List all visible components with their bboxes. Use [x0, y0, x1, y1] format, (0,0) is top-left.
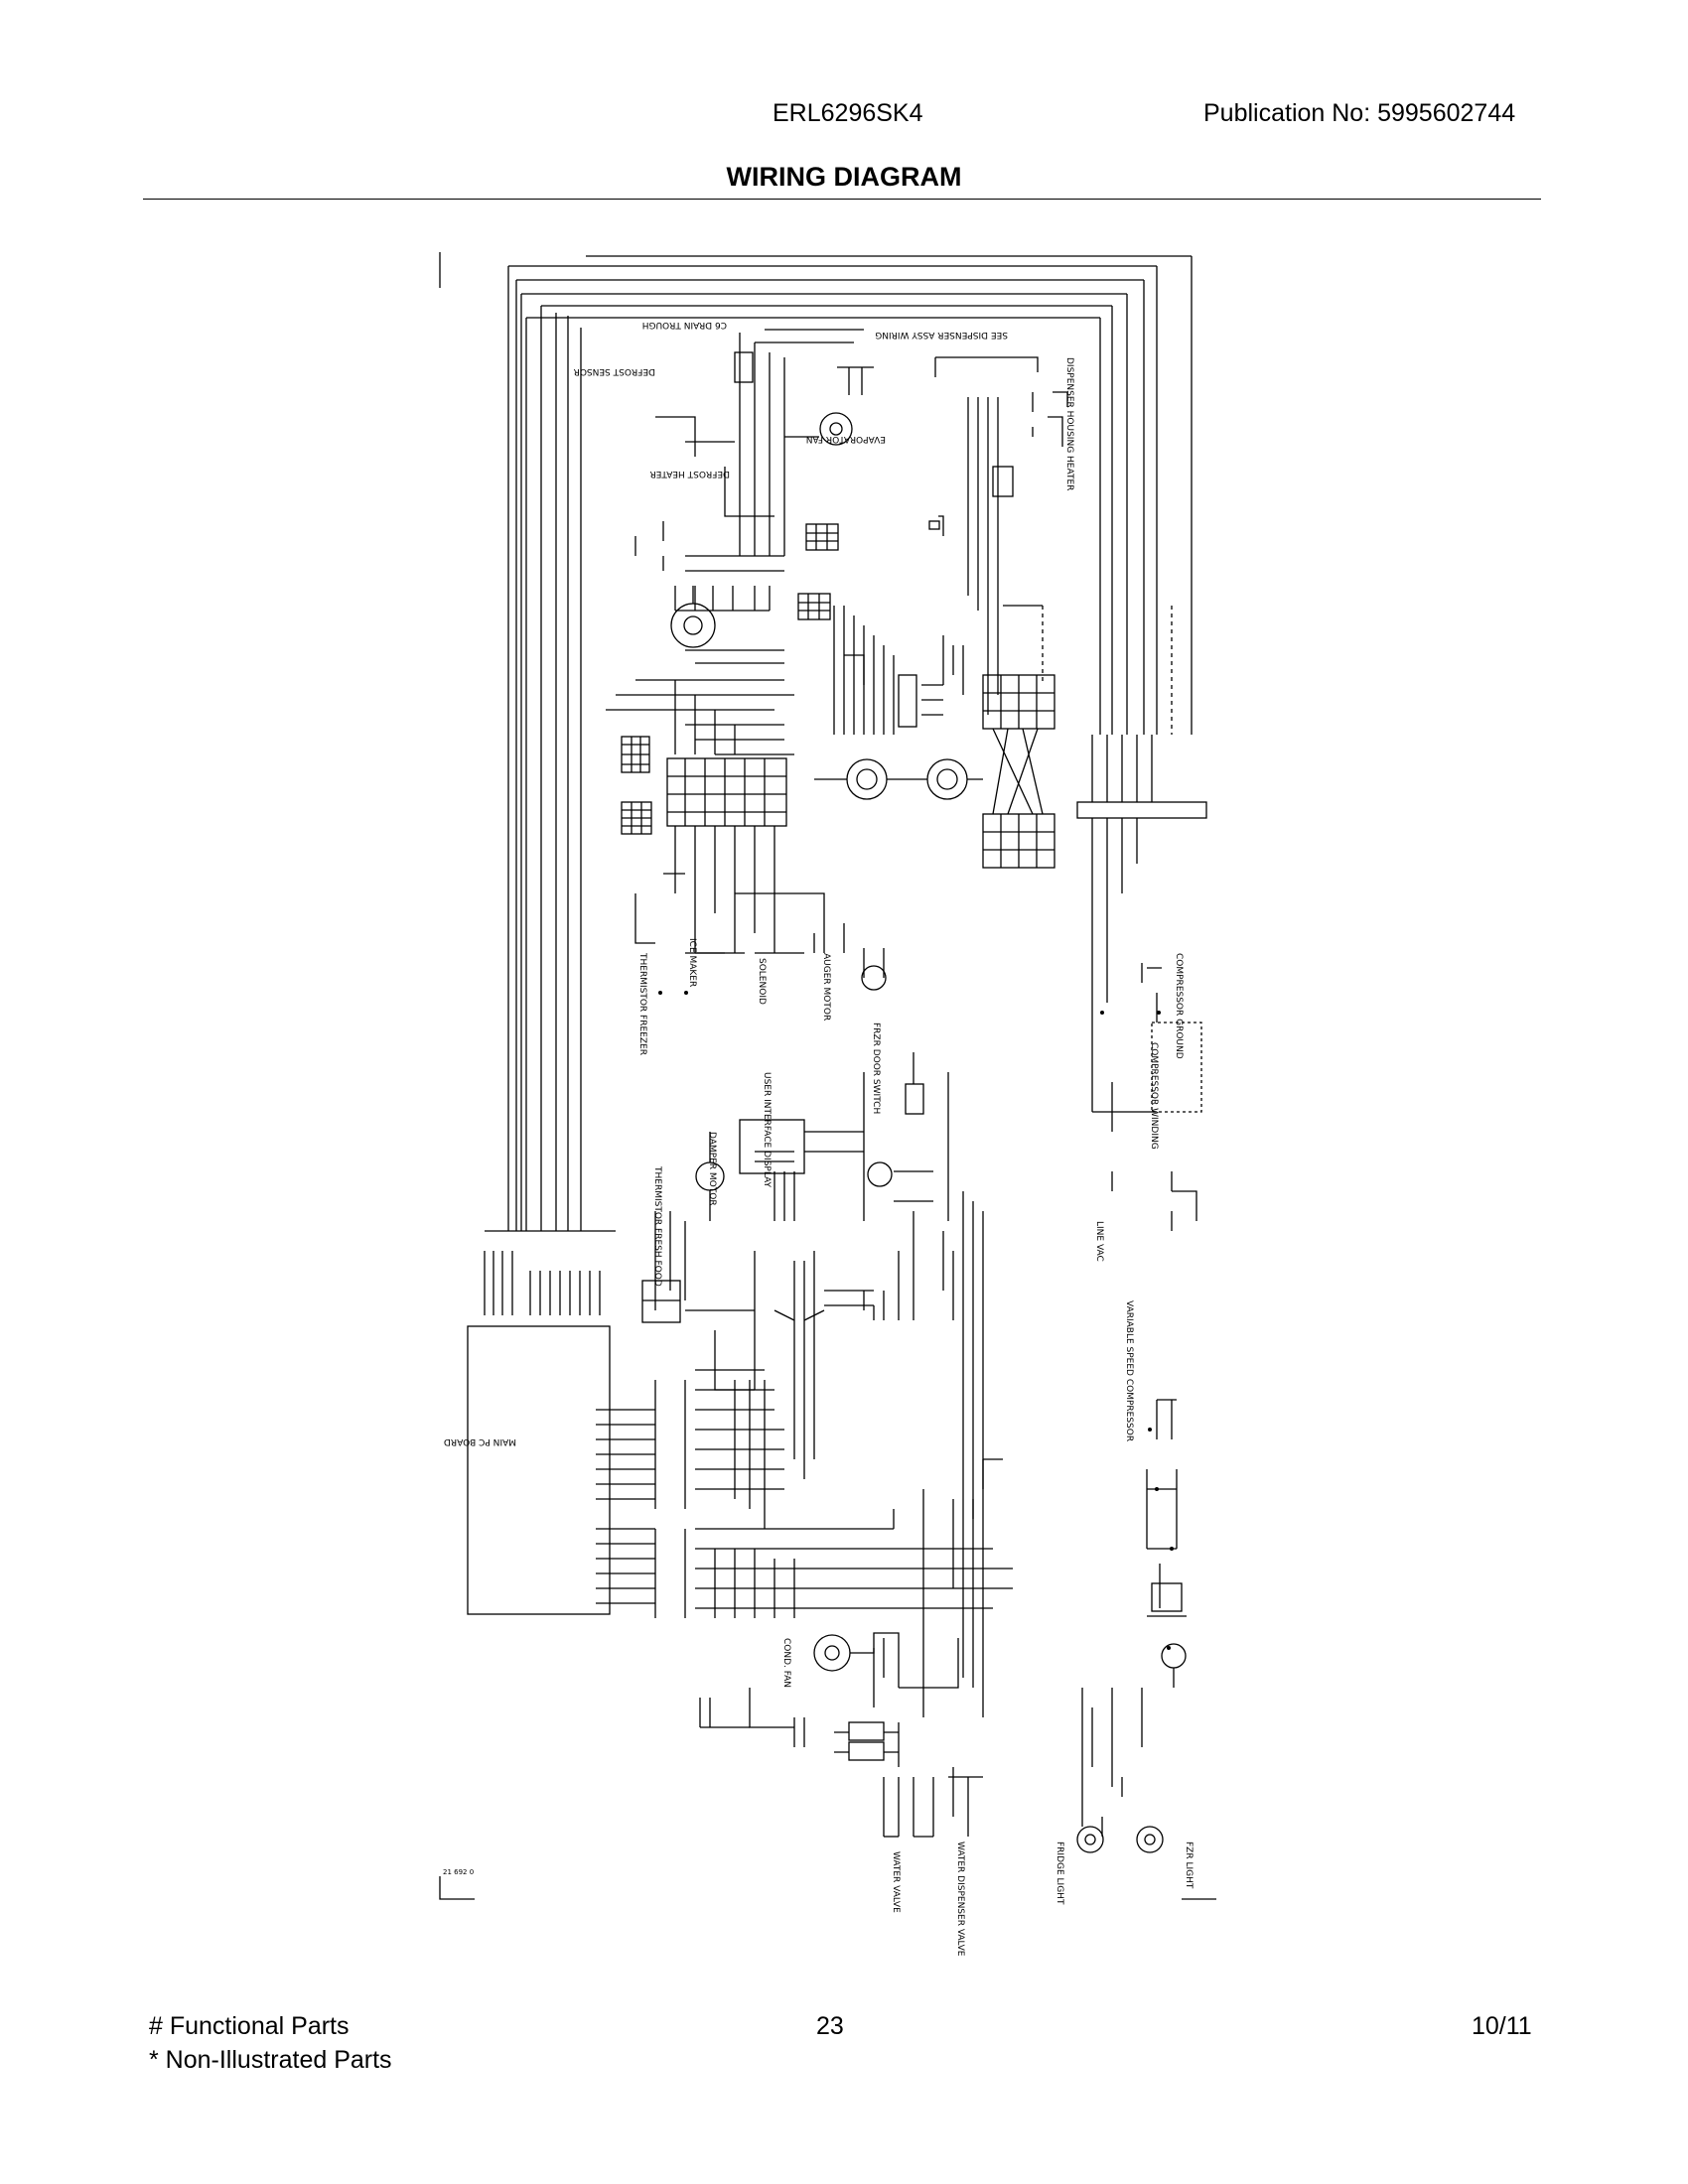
- fresh-food-thermistor-label: THERMISTOR FRESH FOOD: [652, 1165, 662, 1287]
- fz-light-label: FZR LIGHT: [1184, 1842, 1194, 1889]
- condenser-fan-label: COND. FAN: [781, 1638, 791, 1688]
- line-vac-label: LINE VAC: [1094, 1221, 1104, 1262]
- variable-speed-compressor-label: VARIABLE SPEED COMPRESSOR: [1124, 1300, 1134, 1441]
- freezer-thermistor-label: THERMISTOR FREEZER: [637, 952, 647, 1055]
- drain-trough-label: C6 DRAIN TROUGH: [642, 320, 727, 330]
- damper-motor-label: DAMPER MOTOR: [707, 1132, 717, 1206]
- defrost-sensor-label: DEFROST SENSOR: [574, 366, 655, 376]
- ref-door-switch-label: FRZR DOOR SWITCH: [871, 1023, 881, 1114]
- user-interface-label: USER INTERFACE DISPLAY: [762, 1072, 772, 1188]
- auger-motor-label: AUGER MOTOR: [821, 953, 831, 1021]
- non-illustrated-parts-note: * Non-Illustrated Parts: [149, 2046, 392, 2074]
- compressor-winding-label: COMPRESSOR WINDING: [1149, 1042, 1159, 1150]
- page-title: WIRING DIAGRAM: [726, 162, 962, 192]
- dispenser-heater-label: DISPENSER HOUSING HEATER: [1064, 357, 1074, 490]
- functional-parts-note: # Functional Parts: [149, 2012, 350, 2040]
- evaporator-fan-label: EVAPORATOR FAN: [806, 434, 886, 444]
- water-valve-label: WATER VALVE: [891, 1851, 901, 1913]
- diagram-code: 21 692 0: [443, 1868, 474, 1876]
- main-pc-board-label: MAIN PC BOARD: [444, 1436, 516, 1446]
- header-rule: [143, 199, 1541, 200]
- solenoid-label: SOLENOID: [757, 958, 767, 1005]
- model-number: ERL6296SK4: [773, 99, 923, 127]
- dispenser-valve-label: WATER DISPENSER VALVE: [955, 1842, 965, 1957]
- page-number: 23: [816, 2012, 844, 2040]
- publication-number: Publication No: 5995602744: [1203, 99, 1516, 127]
- fridge-light-label: FRIDGE LIGHT: [1055, 1842, 1064, 1905]
- defrost-heater-label: DEFROST HEATER: [649, 469, 730, 478]
- dispenser-assy-label: SEE DISPENSER ASSY WIRING: [875, 330, 1008, 340]
- compressor-ground-label: COMPRESSOR GROUND: [1174, 953, 1184, 1059]
- publication-date: 10/11: [1472, 2012, 1532, 2040]
- ice-maker-label: ICE MAKER: [687, 938, 697, 987]
